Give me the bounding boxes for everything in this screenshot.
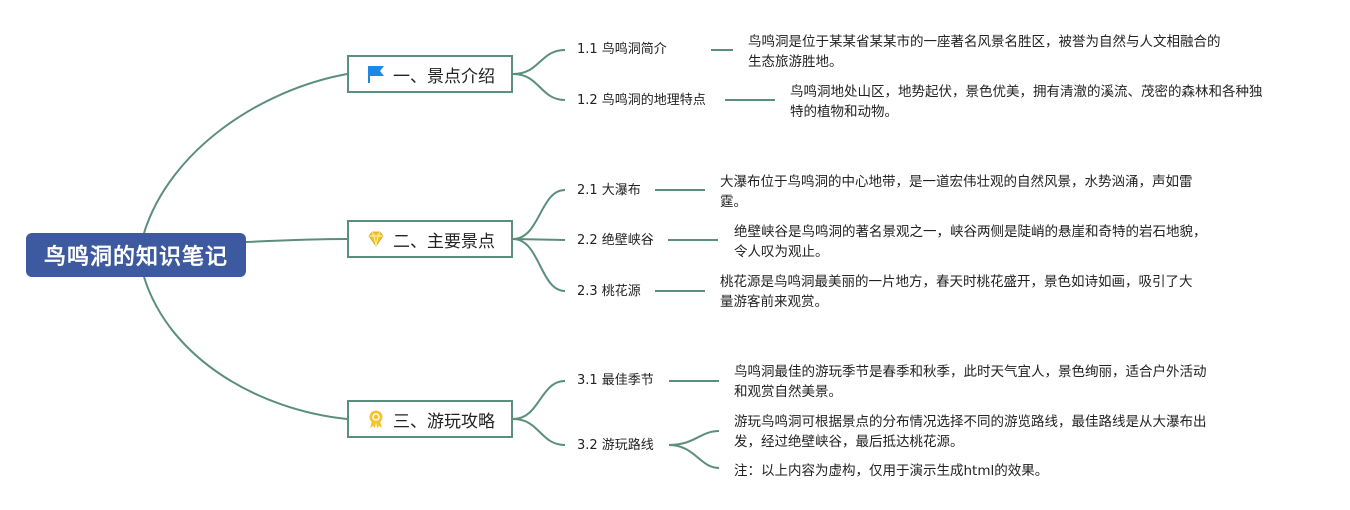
desc-line: 大瀑布位于鸟鸣洞的中心地带，是一道宏伟壮观的自然风景，水势汹涌，声如雷 bbox=[720, 174, 1193, 190]
desc-line: 发，经过绝壁峡谷，最后抵达桃花源。 bbox=[734, 434, 964, 450]
sub-item-2-2[interactable]: 2.2 绝壁峡谷 bbox=[577, 233, 654, 248]
connector-branch-2-item-2 bbox=[512, 238, 566, 241]
sub-item-3-2[interactable]: 3.2 游玩路线 bbox=[577, 438, 654, 453]
root-node[interactable]: 鸟鸣洞的知识笔记 bbox=[26, 233, 246, 277]
flag-icon bbox=[365, 63, 387, 85]
desc-line: 鸟鸣洞是位于某某省某某市的一座著名风景名胜区，被誉为自然与人文相融合的 bbox=[748, 34, 1221, 50]
diamond-icon bbox=[365, 228, 387, 250]
sub-item-1-2[interactable]: 1.2 鸟鸣洞的地理特点 bbox=[577, 93, 706, 108]
desc-line: 特的植物和动物。 bbox=[790, 104, 898, 120]
desc-3-2: 游玩鸟鸣洞可根据景点的分布情况选择不同的游览路线，最佳路线是从大瀑布出 发，经过… bbox=[734, 412, 1207, 452]
desc-line: 和观赏自然美景。 bbox=[734, 384, 842, 400]
desc-2-1: 大瀑布位于鸟鸣洞的中心地带，是一道宏伟壮观的自然风景，水势汹涌，声如雷 霆。 bbox=[720, 172, 1193, 212]
desc-line: 游玩鸟鸣洞可根据景点的分布情况选择不同的游览路线，最佳路线是从大瀑布出 bbox=[734, 414, 1207, 430]
desc-line: 绝壁峡谷是鸟鸣洞的著名景观之一，峡谷两侧是陡峭的悬崖和奇特的岩石地貌， bbox=[734, 224, 1207, 240]
branch-node-guide[interactable]: 三、游玩攻略 bbox=[347, 400, 513, 438]
branch-node-attractions[interactable]: 二、主要景点 bbox=[347, 220, 513, 258]
connector-branch-3-item-1 bbox=[512, 380, 566, 420]
connector-branch-2-item-1 bbox=[512, 189, 566, 240]
desc-2-2: 绝壁峡谷是鸟鸣洞的著名景观之一，峡谷两侧是陡峭的悬崖和奇特的岩石地貌， 令人叹为… bbox=[734, 222, 1207, 262]
branch-title: 二、主要景点 bbox=[393, 231, 495, 252]
connector-branch-1-item-2 bbox=[512, 73, 566, 101]
desc-line: 量游客前来观赏。 bbox=[720, 294, 828, 310]
desc-3-1: 鸟鸣洞最佳的游玩季节是春季和秋季，此时天气宜人，景色绚丽，适合户外活动 和观赏自… bbox=[734, 362, 1207, 402]
branch-node-intro[interactable]: 一、景点介绍 bbox=[347, 55, 513, 93]
note-text: 注：以上内容为虚构，仅用于演示生成html的效果。 bbox=[734, 463, 1049, 479]
desc-2-3: 桃花源是鸟鸣洞最美丽的一片地方，春天时桃花盛开，景色如诗如画，吸引了大 量游客前… bbox=[720, 272, 1193, 312]
desc-line: 鸟鸣洞最佳的游玩季节是春季和秋季，此时天气宜人，景色绚丽，适合户外活动 bbox=[734, 364, 1207, 380]
desc-line: 生态旅游胜地。 bbox=[748, 54, 843, 70]
desc-1-2: 鸟鸣洞地处山区，地势起伏，景色优美，拥有清澈的溪流、茂密的森林和各种独 特的植物… bbox=[790, 82, 1263, 122]
desc-line: 桃花源是鸟鸣洞最美丽的一片地方，春天时桃花盛开，景色如诗如画，吸引了大 bbox=[720, 274, 1193, 290]
desc-1-1: 鸟鸣洞是位于某某省某某市的一座著名风景名胜区，被誉为自然与人文相融合的 生态旅游… bbox=[748, 32, 1221, 72]
sub-item-2-1[interactable]: 2.1 大瀑布 bbox=[577, 183, 641, 198]
connector-root-branch-1 bbox=[143, 73, 348, 234]
connector-item-3-2-note bbox=[668, 444, 720, 469]
desc-line: 鸟鸣洞地处山区，地势起伏，景色优美，拥有清澈的溪流、茂密的森林和各种独 bbox=[790, 84, 1263, 100]
connector-branch-1-item-1 bbox=[512, 49, 566, 75]
connector-root-branch-3 bbox=[143, 276, 348, 420]
connector-branch-3-item-2 bbox=[512, 418, 566, 446]
sub-item-3-1[interactable]: 3.1 最佳季节 bbox=[577, 373, 654, 388]
connector-root-branch-2 bbox=[245, 238, 348, 243]
branch-title: 三、游玩攻略 bbox=[393, 411, 495, 432]
desc-line: 霆。 bbox=[720, 194, 747, 210]
sub-item-2-3[interactable]: 2.3 桃花源 bbox=[577, 284, 641, 299]
award-ribbon-icon bbox=[365, 408, 387, 430]
connector-branch-2-item-3 bbox=[512, 238, 566, 292]
branch-title: 一、景点介绍 bbox=[393, 66, 495, 87]
sub-item-1-1[interactable]: 1.1 鸟鸣洞简介 bbox=[577, 42, 667, 57]
root-title: 鸟鸣洞的知识笔记 bbox=[43, 245, 228, 270]
desc-line: 令人叹为观止。 bbox=[734, 244, 829, 260]
connector-item-3-2-desc bbox=[668, 430, 720, 446]
